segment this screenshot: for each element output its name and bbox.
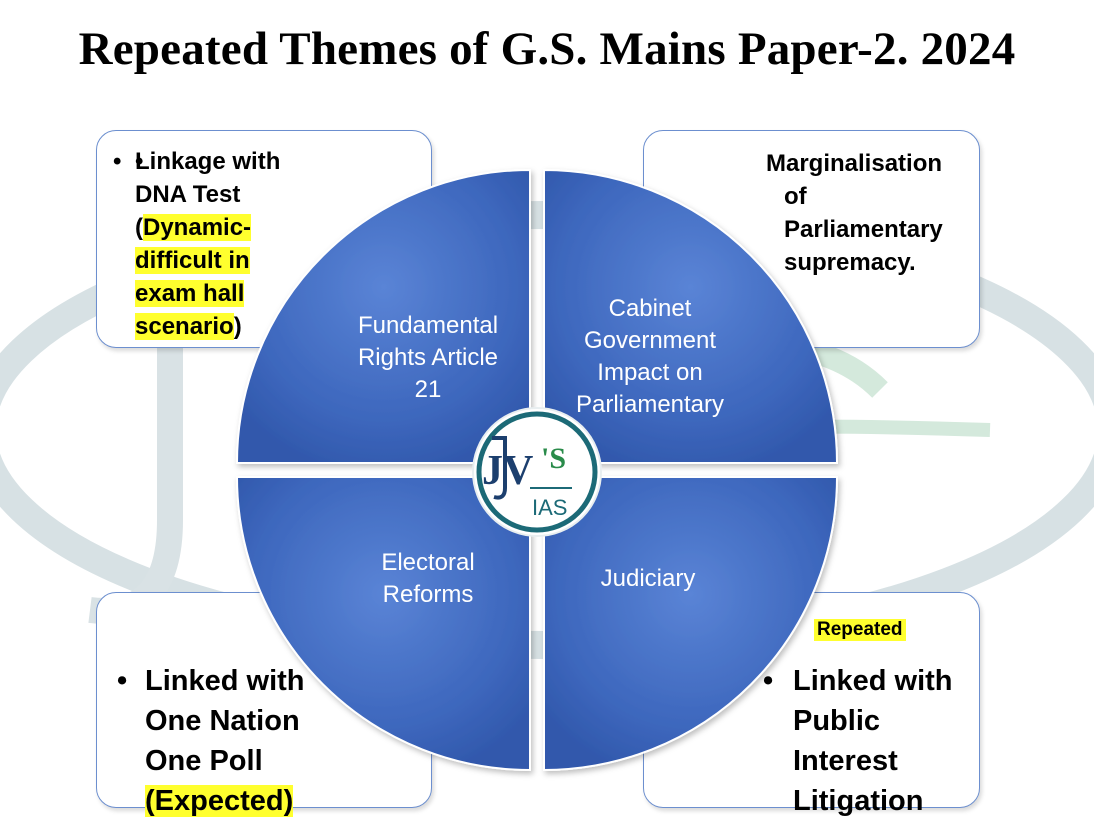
- box-top-left-line: (Dynamic-: [135, 214, 252, 241]
- box-bottom-left-line: (Expected): [145, 781, 305, 821]
- box-top-right-line: Marginalisation: [766, 150, 943, 177]
- box-bottom-left-line: Linked with: [145, 665, 305, 697]
- box-bottom-right-line: Public: [793, 705, 881, 737]
- box-bottom-right-line: Interest: [793, 745, 898, 777]
- highlight: exam hall: [135, 280, 245, 307]
- quadrant-top-right: [543, 168, 839, 464]
- box-top-left-line: Linkage with: [135, 148, 281, 175]
- highlight: Dynamic-: [143, 214, 252, 241]
- box-top-left-bullet: • Linkage with DNA Test (Dynamic- diffic…: [113, 145, 281, 343]
- logo-suffix: 'S: [541, 442, 566, 475]
- jvs-ias-logo: JV 'S IAS: [472, 407, 602, 537]
- highlight-expected: (Expected): [145, 785, 294, 817]
- box-bottom-right-line: Litigation: [793, 785, 924, 817]
- box-top-right-line: of: [784, 183, 807, 210]
- quadrant-top-left-label: Fundamental Rights Article 21: [357, 312, 499, 403]
- quadrant-bottom-left: [235, 476, 531, 772]
- quadrant-bottom-right-label: Judiciary: [600, 565, 696, 592]
- highlight: scenario: [135, 313, 234, 340]
- box-bottom-right-line: Linked with: [793, 665, 953, 697]
- quadrant-bottom-right: [543, 476, 839, 772]
- box-top-left-line: scenario): [135, 313, 242, 340]
- page-title: Repeated Themes of G.S. Mains Paper-2. 2…: [78, 23, 1016, 75]
- box-top-left: • Linkage with DNA Test (Dynamic- diffic…: [96, 130, 432, 348]
- box-bottom-left-line: One Poll: [145, 745, 263, 777]
- quadrant-bottom-left-label: Electoral Reforms: [381, 549, 475, 608]
- logo-sub: IAS: [532, 495, 567, 520]
- box-top-right-line: Parliamentary: [784, 216, 943, 243]
- highlight: difficult in: [135, 247, 250, 274]
- box-bottom-left-line: One Nation: [145, 705, 300, 737]
- box-top-left-line: exam hall: [135, 277, 280, 310]
- quadrant-top-right-label: Cabinet Government Impact on Parliamenta…: [575, 295, 725, 418]
- box-top-left-line: DNA Test: [135, 181, 241, 208]
- box-top-left-line: difficult in: [135, 244, 280, 277]
- quadrant-top-left: [235, 168, 531, 464]
- logo-letters: JV: [482, 448, 533, 494]
- box-top-right-line: supremacy.: [784, 249, 916, 276]
- repeated-badge: Repeated: [814, 619, 906, 641]
